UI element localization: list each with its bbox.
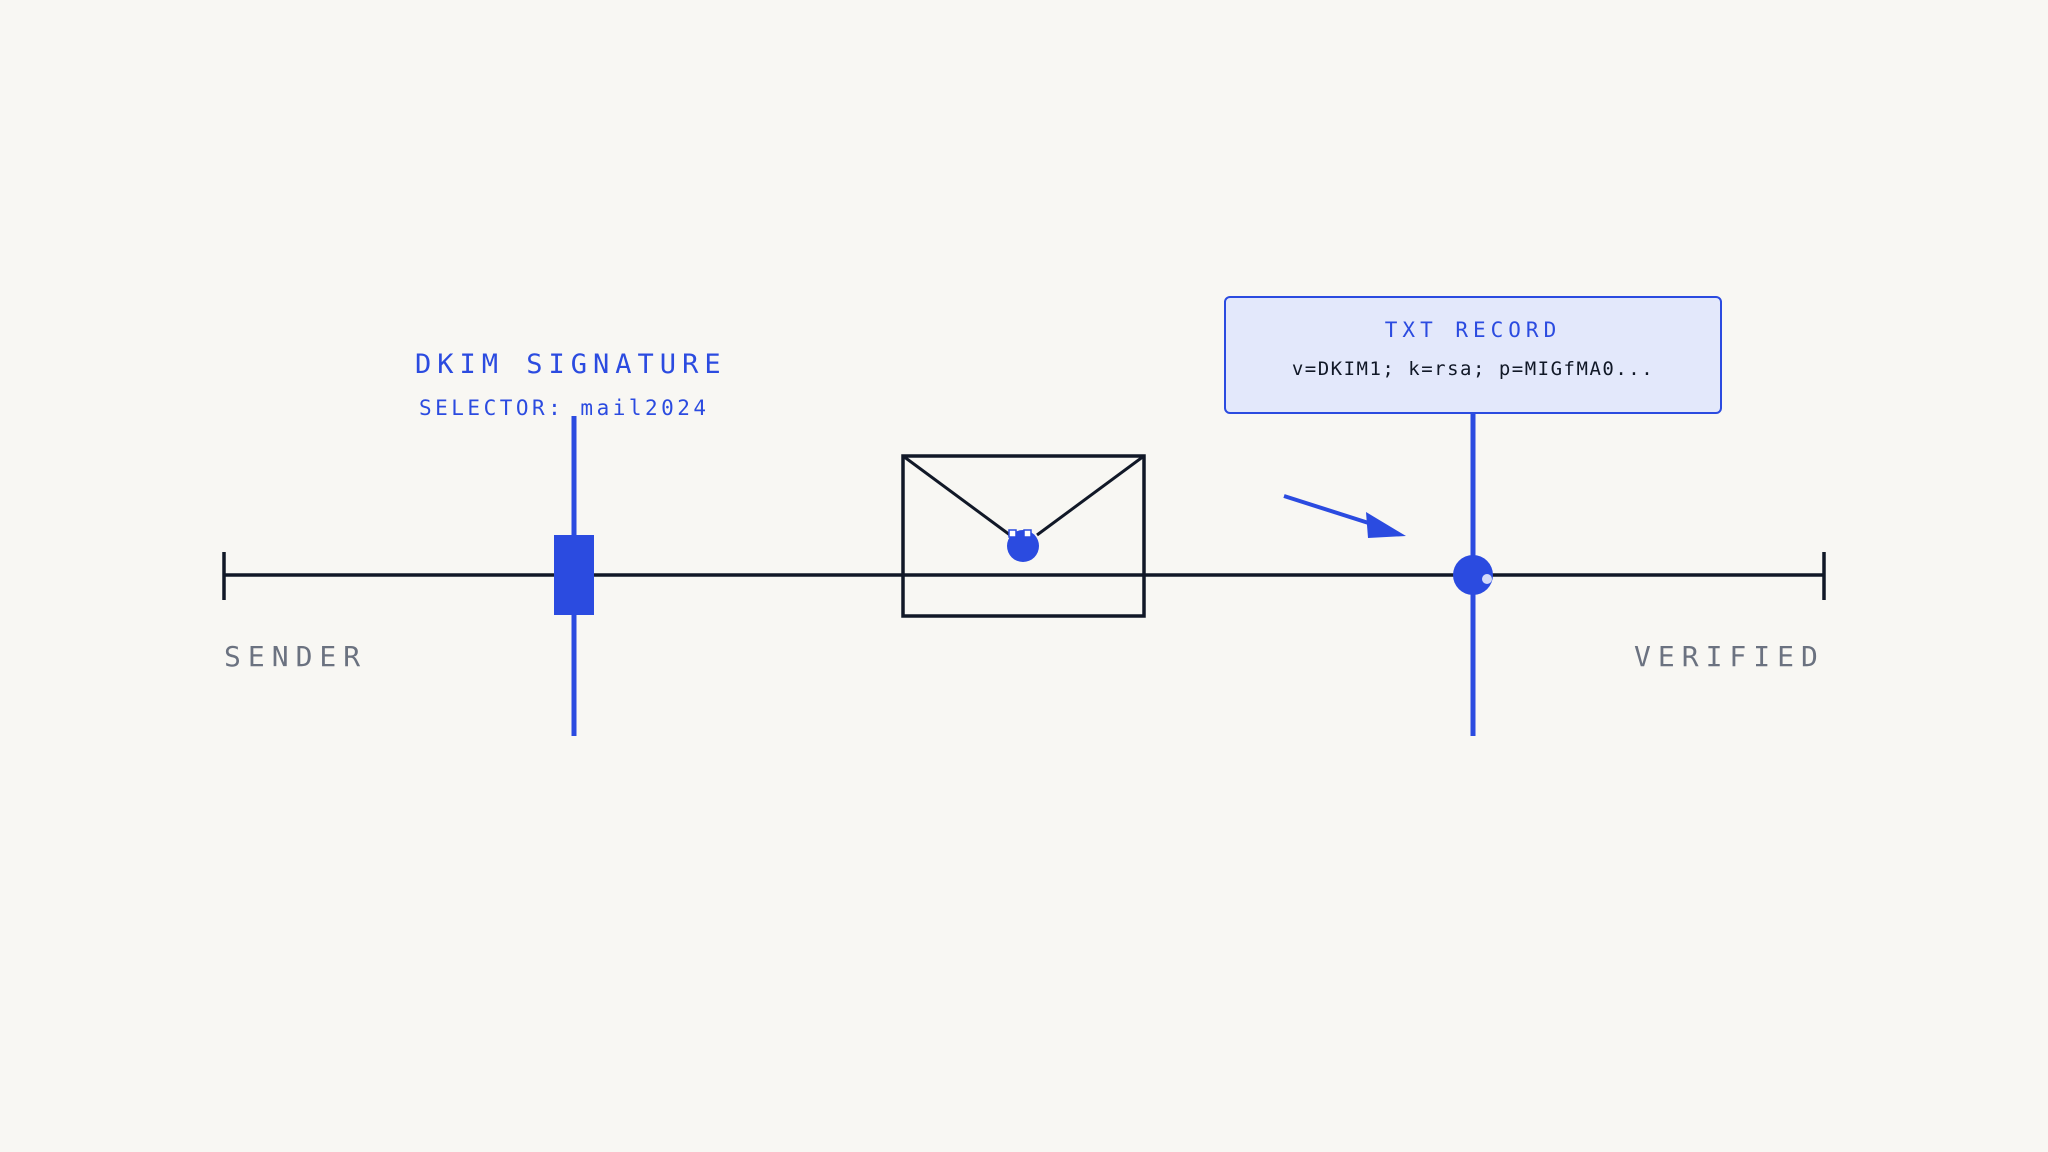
signature-title: DKIM SIGNATURE [415,349,727,380]
signature-block [554,535,594,615]
arrow-icon [1283,494,1406,538]
verified-label: VERIFIED [1634,640,1825,673]
txt-record-title: TXT RECORD [1384,318,1562,342]
txt-record-box: TXT RECORD v=DKIM1; k=rsa; p=MIGfMA0... [1224,296,1722,414]
txt-record-value: v=DKIM1; k=rsa; p=MIGfMA0... [1291,358,1655,380]
envelope-icon [901,454,1146,618]
signature-selector: SELECTOR: mail2024 [419,396,710,420]
seal-icon [1007,530,1039,562]
sender-label: SENDER [224,640,368,673]
verify-node-icon [1453,555,1493,595]
